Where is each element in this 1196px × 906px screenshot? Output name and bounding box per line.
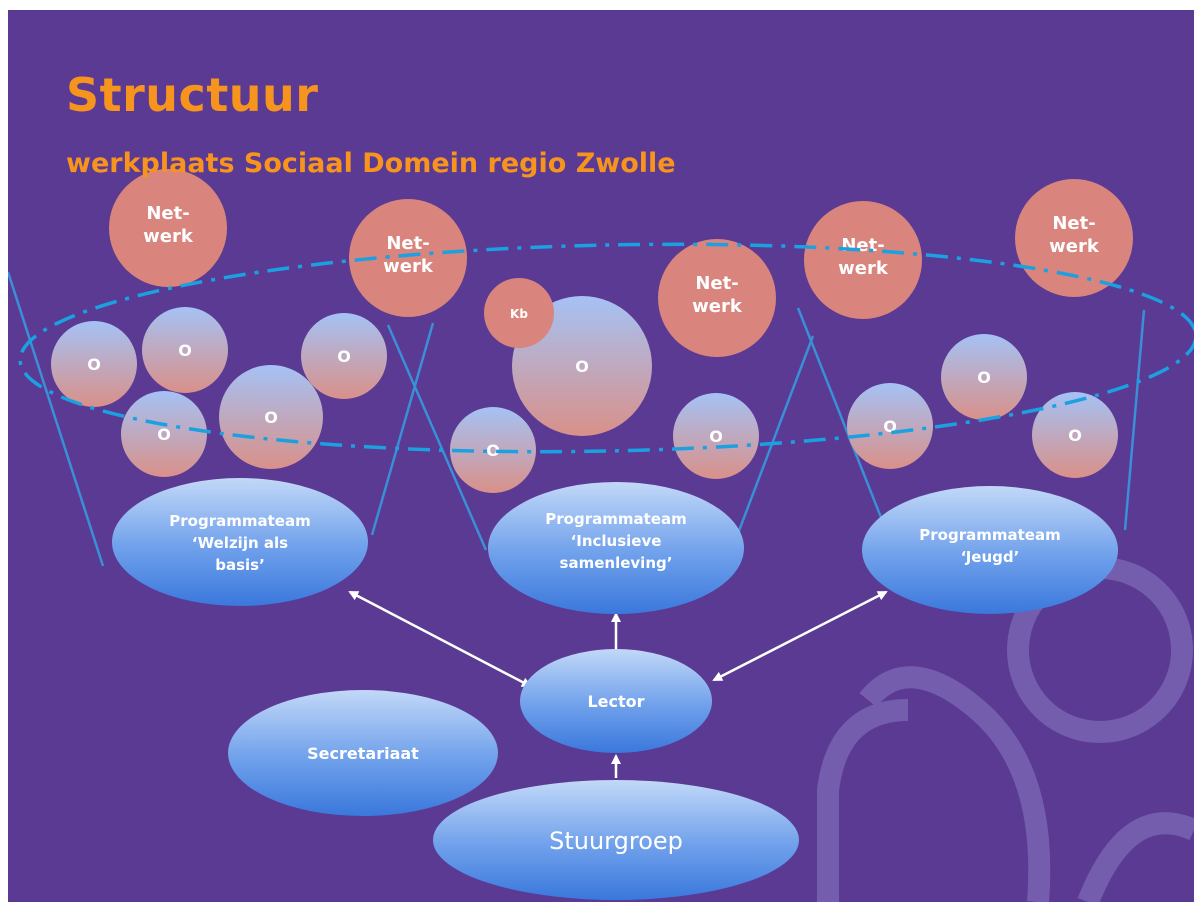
o-node: O	[847, 383, 933, 469]
programmateam-inclusieve-samenleving: Programmateam ‘Inclusieve samenleving’	[488, 482, 744, 614]
o-node: O	[941, 334, 1027, 420]
network-node-label: Net-	[841, 235, 884, 256]
svg-text:O: O	[264, 408, 278, 427]
network-node-label: Net-	[695, 273, 738, 294]
structure-diagram: Net- werk Net- werk Net- werk Net- werk …	[8, 169, 1194, 902]
svg-text:basis’: basis’	[215, 556, 265, 574]
svg-text:Programmateam: Programmateam	[169, 512, 310, 530]
network-node-label: werk	[692, 296, 743, 317]
network-node-label: werk	[1049, 236, 1100, 257]
o-node: O	[51, 321, 137, 407]
svg-text:‘Jeugd’: ‘Jeugd’	[961, 548, 1020, 566]
network-node-label: werk	[383, 256, 434, 277]
svg-text:O: O	[87, 355, 101, 374]
svg-text:Lector: Lector	[587, 692, 644, 711]
svg-text:‘Inclusieve: ‘Inclusieve	[571, 532, 662, 550]
slide: Net- werk Net- werk Net- werk Net- werk …	[8, 10, 1194, 902]
dashed-boundary-ellipse	[18, 242, 1194, 454]
svg-text:O: O	[1068, 426, 1082, 445]
network-node-label: werk	[143, 226, 194, 247]
o-node: O	[121, 391, 207, 477]
network-node: Net- werk	[109, 169, 227, 287]
network-node-label: Net-	[146, 203, 189, 224]
o-node: O	[673, 393, 759, 479]
kb-node: Kb	[484, 278, 554, 348]
svg-text:Secretariaat: Secretariaat	[307, 744, 419, 763]
network-node-label: Net-	[1052, 213, 1095, 234]
svg-text:O: O	[709, 427, 723, 446]
stuurgroep-node: Stuurgroep	[433, 780, 799, 900]
network-node: Net- werk	[804, 201, 922, 319]
svg-text:O: O	[337, 347, 351, 366]
svg-text:Programmateam: Programmateam	[545, 510, 686, 528]
programmateam-welzijn-als-basis: Programmateam ‘Welzijn als basis’	[112, 478, 368, 606]
secretariaat-node: Secretariaat	[228, 690, 498, 816]
o-node: O	[301, 313, 387, 399]
svg-text:‘Welzijn als: ‘Welzijn als	[192, 534, 288, 552]
funnel-lines	[8, 271, 1146, 567]
watermark-logo	[817, 557, 1194, 902]
lector-node: Lector	[520, 649, 712, 753]
svg-text:O: O	[157, 425, 171, 444]
connector-arrows	[348, 590, 888, 778]
network-node: Net- werk	[658, 239, 776, 357]
svg-text:Stuurgroep: Stuurgroep	[549, 827, 683, 855]
svg-text:Kb: Kb	[510, 307, 528, 321]
svg-text:O: O	[486, 441, 500, 460]
svg-text:O: O	[575, 357, 589, 376]
network-node: Net- werk	[1015, 179, 1133, 297]
o-node: O	[142, 307, 228, 393]
page-title: Structuur	[66, 68, 319, 122]
page-subtitle: werkplaats Sociaal Domein regio Zwolle	[66, 148, 676, 179]
network-node-label: werk	[838, 258, 889, 279]
network-node: Net- werk	[349, 199, 467, 317]
svg-text:samenleving’: samenleving’	[560, 554, 673, 572]
o-node: O	[1032, 392, 1118, 478]
svg-text:Programmateam: Programmateam	[919, 526, 1060, 544]
svg-text:O: O	[178, 341, 192, 360]
svg-text:O: O	[977, 368, 991, 387]
programmateam-jeugd: Programmateam ‘Jeugd’	[862, 486, 1118, 614]
o-node: O	[450, 407, 536, 493]
o-node: O	[219, 365, 323, 469]
network-node-label: Net-	[386, 233, 429, 254]
